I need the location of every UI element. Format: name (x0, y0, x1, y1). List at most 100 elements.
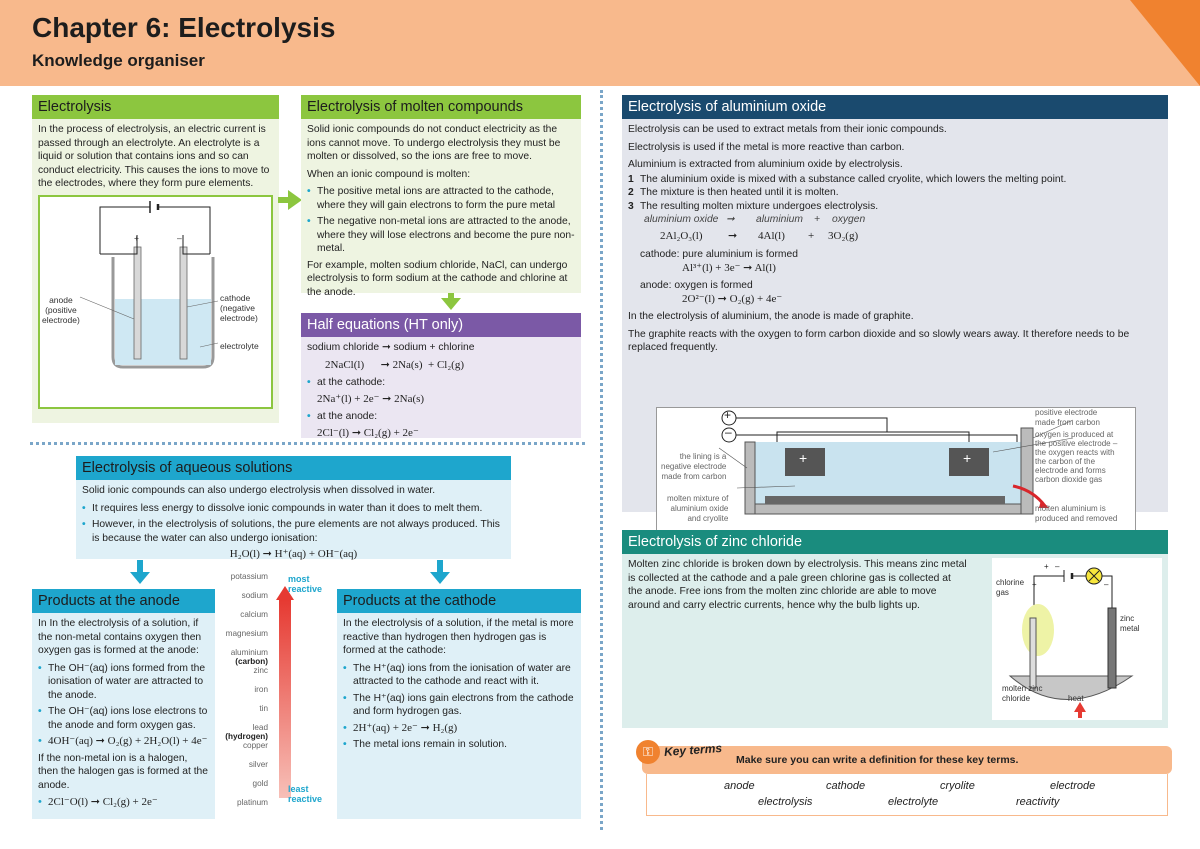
anode-products-panel: Products at the anode In In the electrol… (32, 589, 215, 819)
minus-sign: – (177, 232, 182, 243)
molten-aluminium-label: molten aluminium is produced and removed (1035, 504, 1118, 523)
plus-sign: + (799, 450, 808, 466)
plus-sign: + (724, 408, 732, 422)
anode-products-heading: Products at the anode (32, 589, 215, 613)
reactivity-item: platinum (237, 798, 268, 807)
symbol-eq: + (808, 229, 815, 242)
reactivity-item: (hydrogen) (225, 732, 268, 741)
aqueous-p1: Solid ionic compounds can also undergo e… (82, 485, 436, 496)
half-line: at the anode: (307, 410, 575, 424)
aluminium-heading: Electrolysis of aluminium oxide (622, 95, 1168, 119)
al-p3: Aluminium is extracted from aluminium ox… (628, 159, 903, 170)
horizontal-divider (30, 442, 585, 445)
key-term: cathode (826, 780, 866, 792)
anode-bullet: The OH⁻(aq) ions lose electrons to the a… (38, 705, 209, 732)
plus-sign: + (1044, 562, 1049, 571)
al-step: The aluminium oxide is mixed with a subs… (640, 173, 1067, 185)
cathode-bullet: The metal ions remain in solution. (343, 738, 575, 752)
anode-label: anode (positive electrode) (42, 294, 80, 325)
word-eq: + (814, 214, 821, 225)
up-arrow-icon (276, 586, 294, 600)
right-arrow-icon (288, 190, 302, 210)
zinc-metal-label: zinc metal (1120, 614, 1140, 633)
cathode-p1: In the electrolysis of a solution, if th… (343, 618, 574, 656)
molten-heading: Electrolysis of molten compounds (301, 95, 581, 119)
plus-sign: + (963, 450, 972, 466)
symbol-eq: 3O₂(g) (828, 229, 859, 242)
most-reactive-label: most reactive (288, 574, 323, 594)
al-anode: anode: oxygen is formed (640, 280, 753, 291)
molten-mix-label: molten mixture of aluminium oxide and cr… (667, 494, 729, 523)
al-step: The resulting molten mixture undergoes e… (640, 200, 879, 212)
electrolysis-heading: Electrolysis (32, 95, 279, 119)
page-title: Chapter 6: Electrolysis (32, 12, 336, 43)
key-term: electrode (1050, 780, 1096, 792)
word-eq: oxygen (832, 214, 866, 225)
reactivity-item: silver (248, 760, 268, 769)
al-p5: The graphite reacts with the oxygen to f… (628, 328, 1130, 354)
cathode-products-heading: Products at the cathode (337, 589, 581, 613)
key-terms-bar (642, 746, 1172, 774)
symbol-eq: ➞ (728, 229, 738, 242)
reactivity-item: copper (242, 741, 268, 750)
key-term: electrolyte (888, 796, 939, 808)
arrow-shaft-down (437, 560, 443, 574)
cathode-products-panel: Products at the cathode In the electroly… (337, 589, 581, 819)
page-subtitle: Knowledge organiser (32, 51, 205, 70)
lining-label: the lining is a negative electrode made … (661, 452, 727, 481)
reactivity-item: calcium (240, 610, 268, 619)
al-anode-eq: 2O²⁻(l) ➞ O₂(g) + 4e⁻ (682, 292, 783, 305)
water-ionisation-eq: H₂O(l) ➞ H⁺(aq) + OH⁻(aq) (229, 548, 358, 560)
reactivity-series: potassium sodium calcium magnesium aluminium… (222, 572, 334, 812)
anode-bullet: The OH⁻(aq) ions formed from the ionisat… (38, 662, 209, 703)
least-reactive-label: least reactive (288, 784, 323, 804)
step-number: 2 (628, 187, 634, 198)
anode-bullet: 2Cl⁻O(l) ➞ Cl₂(g) + 2e⁻ (38, 796, 209, 810)
word-eq: ➞ (726, 214, 735, 225)
half-equations-panel: Half equations (HT only) sodium chloride… (301, 313, 581, 439)
cathode-bullet: The H⁺(aq) ions from the ionisation of w… (343, 662, 575, 689)
key-terms-instruction: Make sure you can write a definition for… (736, 754, 1019, 766)
key-term: cryolite (940, 780, 975, 792)
key-term: reactivity (1016, 796, 1060, 808)
positive-electrode-label: positive electrode made from carbon (1035, 408, 1100, 427)
reactivity-item: magnesium (225, 629, 268, 638)
down-arrow-icon (130, 572, 150, 584)
molten-bullet: The positive metal ions are attracted to… (307, 185, 575, 212)
reactivity-item: sodium (241, 591, 268, 600)
half-line: at the cathode: (307, 376, 575, 390)
reactivity-item: potassium (230, 572, 268, 581)
al-p1: Electrolysis can be used to extract meta… (628, 124, 947, 135)
al-cathode: cathode: pure aluminium is formed (640, 249, 798, 260)
al-cathode-eq: Al³⁺(l) + 3e⁻ ➞ Al(l) (682, 261, 776, 274)
half-equation: 2Cl⁻(l) ➞ Cl₂(g) + 2e⁻ (317, 426, 419, 439)
zinc-panel: Electrolysis of zinc chloride Molten zin… (622, 530, 1168, 728)
oxygen-label: oxygen is produced at the positive elect… (1035, 430, 1118, 484)
zinc-heading: Electrolysis of zinc chloride (622, 530, 1168, 554)
reactivity-list: potassium sodium calcium magnesium aluminium… (222, 572, 268, 808)
half-line: sodium chloride ➞ sodium + chlorine (307, 342, 475, 353)
reactivity-item: aluminium (230, 648, 268, 657)
zinc-diagram: + – + – chlorine gas zinc metal molten z… (992, 558, 1162, 720)
plus-sign: + (1032, 580, 1037, 589)
aluminium-panel: Electrolysis of aluminium oxide Electrol… (622, 95, 1168, 531)
arrow-shaft-down (137, 560, 143, 574)
key-term: anode (724, 780, 755, 792)
molten-panel: Electrolysis of molten compounds Solid i… (301, 95, 581, 298)
key-icon: ⚿ (636, 740, 660, 764)
down-arrow-icon (441, 298, 461, 310)
reactivity-item: (carbon) (235, 657, 268, 666)
aluminium-cell-svg (718, 410, 1074, 515)
anode-p1: In In the electrolysis of a solution, if… (38, 618, 202, 656)
al-step: The mixture is then heated until it is m… (640, 187, 839, 198)
electrolyte-label: electrolyte (220, 340, 259, 351)
down-arrow-icon (430, 572, 450, 584)
plus-sign: + (134, 232, 139, 243)
reactivity-item: tin (259, 704, 268, 713)
header-corner-shape (1130, 0, 1200, 86)
molten-p3: For example, molten sodium chloride, NaC… (307, 259, 568, 298)
vertical-divider (600, 90, 603, 830)
zinc-text: Molten zinc chloride is broken down by e… (628, 559, 967, 611)
electrolysis-cell-svg (79, 200, 219, 368)
chlorine-label: chlorine gas (996, 578, 1025, 597)
